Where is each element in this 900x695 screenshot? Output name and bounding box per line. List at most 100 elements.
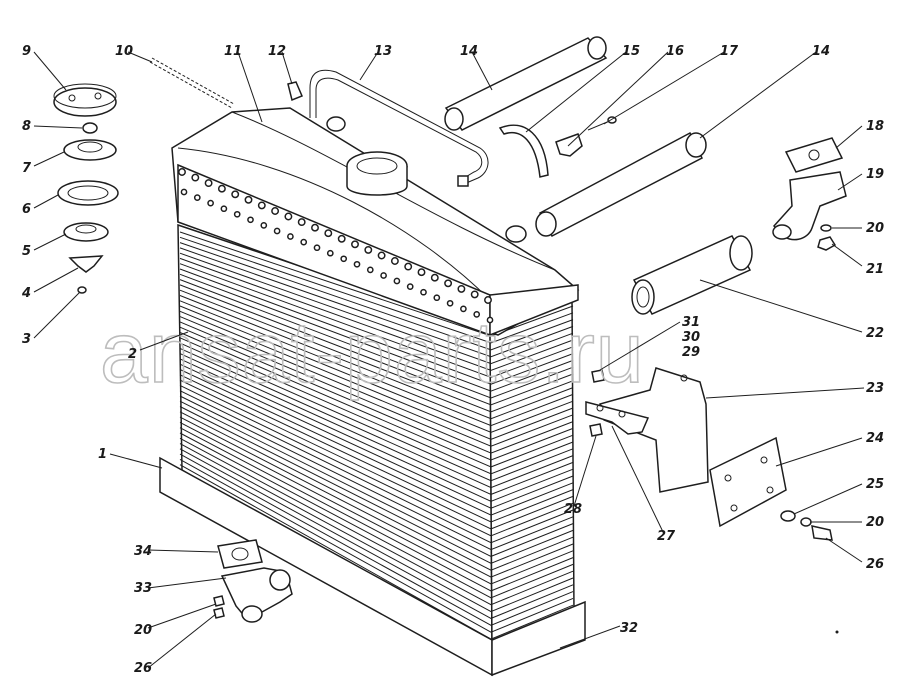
callout-30: 30: [682, 330, 700, 345]
leader-line: [33, 267, 79, 293]
radiator-fin: [179, 432, 574, 599]
leader-line: [699, 279, 863, 333]
radiator-fin: [179, 257, 574, 371]
radiator-fin: [179, 242, 574, 351]
callout-1: 1: [98, 447, 107, 462]
bracket-27: [585, 401, 650, 435]
callout-22: 22: [866, 326, 884, 341]
callout-7: 7: [22, 161, 32, 176]
radiator-fin: [179, 284, 574, 406]
leader-line: [793, 483, 863, 515]
leader-line: [825, 537, 863, 563]
radiator-fin: [179, 342, 574, 482]
leader-line: [525, 51, 627, 133]
callout-5: 5: [22, 244, 31, 259]
rivet: [300, 238, 308, 246]
rivet: [231, 190, 240, 199]
gasket-34: [217, 539, 263, 569]
hose-22: [631, 235, 753, 315]
rivet: [326, 249, 334, 257]
rivet: [193, 194, 201, 201]
leader-line: [33, 291, 81, 339]
callout-labels: 1 2 3 4 5 6 7 8 9 10 11 12 13 14 15 16 1…: [21, 44, 884, 676]
leader-line: [471, 51, 493, 91]
rivet: [390, 257, 399, 265]
radiator-fin: [179, 395, 574, 551]
radiator-fin: [179, 437, 574, 606]
callout-32: 32: [620, 621, 638, 636]
rivet: [446, 299, 454, 307]
leader-lines: [33, 51, 865, 669]
radiator-fin: [179, 252, 574, 365]
radiator-fin: [179, 337, 574, 475]
callout-4: 4: [21, 286, 31, 301]
radiator-fin: [179, 416, 574, 578]
callout-12: 12: [268, 44, 286, 59]
callout-25: 25: [866, 477, 884, 492]
rivet: [417, 268, 426, 277]
radiator-fin: [179, 247, 574, 358]
leader-line: [603, 51, 725, 125]
leader-line: [33, 194, 59, 209]
rivet: [207, 199, 214, 207]
radiator-fin: [179, 316, 574, 447]
callout-20-upper: 20: [866, 221, 884, 236]
leader-line: [33, 51, 67, 91]
rivet: [377, 251, 386, 260]
radiator-fin: [179, 263, 574, 378]
rivet: [178, 168, 186, 176]
callout-16: 16: [666, 44, 684, 59]
rivet: [404, 262, 413, 271]
top-tank: [171, 107, 580, 337]
callout-18: 18: [866, 119, 884, 134]
leader-line: [147, 549, 219, 553]
leader-line: [147, 577, 227, 589]
radiator-fin: [179, 384, 574, 537]
callout-3: 3: [22, 332, 31, 347]
leader-line: [237, 51, 263, 123]
rivet: [233, 210, 241, 218]
leader-line: [559, 625, 621, 649]
callout-28: 28: [564, 502, 582, 517]
rivet: [460, 305, 467, 313]
leader-line: [599, 321, 681, 371]
callout-24: 24: [866, 431, 884, 446]
radiator-fin: [179, 273, 574, 392]
leader-line: [33, 125, 83, 129]
callout-19: 19: [866, 167, 884, 182]
callout-31: 31: [682, 315, 700, 330]
rivet: [444, 279, 453, 288]
leader-line: [835, 125, 863, 149]
radiator-fin: [179, 236, 574, 344]
rivet: [313, 244, 321, 252]
leader-line: [147, 603, 217, 629]
gasket-18: [784, 137, 844, 173]
leader-line: [837, 173, 863, 191]
leader-line: [109, 453, 163, 469]
callout-26-lower: 26: [134, 661, 152, 676]
rivet: [271, 207, 280, 215]
rivet: [486, 316, 494, 324]
hose-14-upper: [444, 36, 608, 131]
rivet: [311, 223, 319, 232]
plate-24: [709, 436, 787, 528]
radiator-fin: [179, 369, 574, 516]
callout-8: 8: [22, 119, 31, 134]
hose-clamp: [498, 124, 549, 178]
leader-line: [567, 51, 669, 147]
callout-11: 11: [224, 44, 242, 59]
rivet: [260, 222, 268, 229]
callout-23: 23: [866, 381, 884, 396]
callout-34: 34: [134, 544, 152, 559]
radiator-fin: [179, 289, 574, 413]
leader-line: [831, 243, 863, 267]
radiator-fin: [179, 305, 574, 433]
leader-line: [611, 425, 665, 535]
rivet: [470, 290, 479, 299]
radiator-fin: [179, 321, 574, 454]
rivet: [324, 229, 333, 238]
leader-line: [33, 151, 65, 167]
radiator-fin: [179, 390, 574, 544]
radiator-fin: [179, 363, 574, 509]
callout-27: 27: [657, 529, 676, 544]
